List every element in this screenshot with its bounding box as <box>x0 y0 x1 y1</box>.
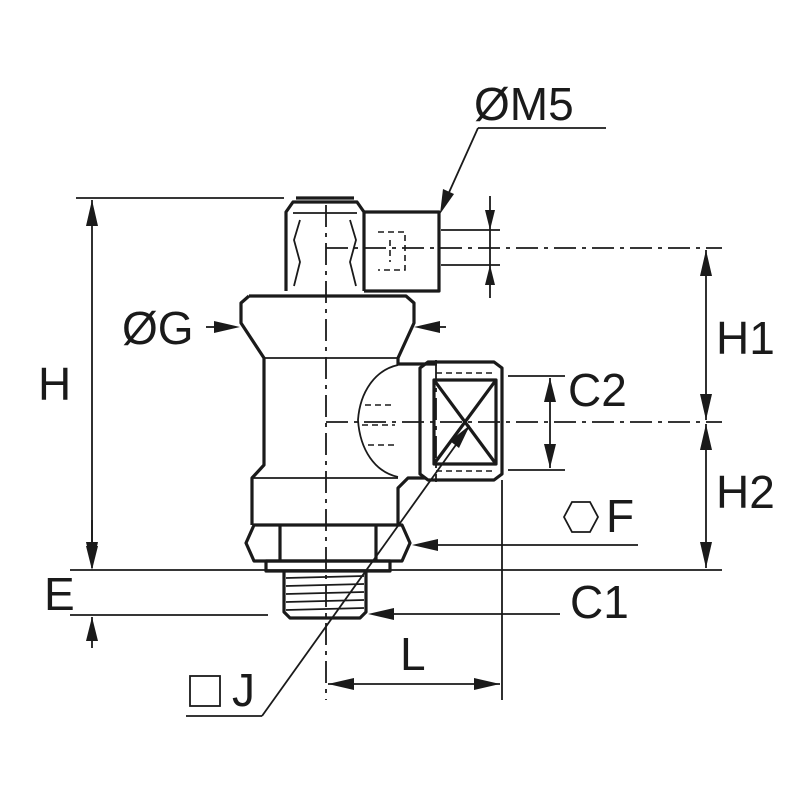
label-h: H <box>38 358 71 410</box>
label-g: ØG <box>122 302 194 354</box>
dimension-lines <box>86 127 712 717</box>
label-l: L <box>400 628 426 680</box>
center-lines <box>325 205 722 700</box>
extension-lines <box>70 197 722 700</box>
label-c1: C1 <box>570 576 629 628</box>
fitting-body <box>239 196 504 620</box>
label-c2: C2 <box>568 364 627 416</box>
label-j: J <box>232 664 255 716</box>
square-icon <box>189 675 221 707</box>
label-e: E <box>44 568 75 620</box>
label-m5: ØM5 <box>474 78 574 130</box>
label-f: F <box>606 490 634 542</box>
label-h1: H1 <box>716 312 775 364</box>
label-h2: H2 <box>716 466 775 518</box>
hexagon-icon <box>562 501 600 533</box>
dimension-labels: ØM5 ØG H H1 H2 C2 F E C1 L J <box>38 78 775 716</box>
